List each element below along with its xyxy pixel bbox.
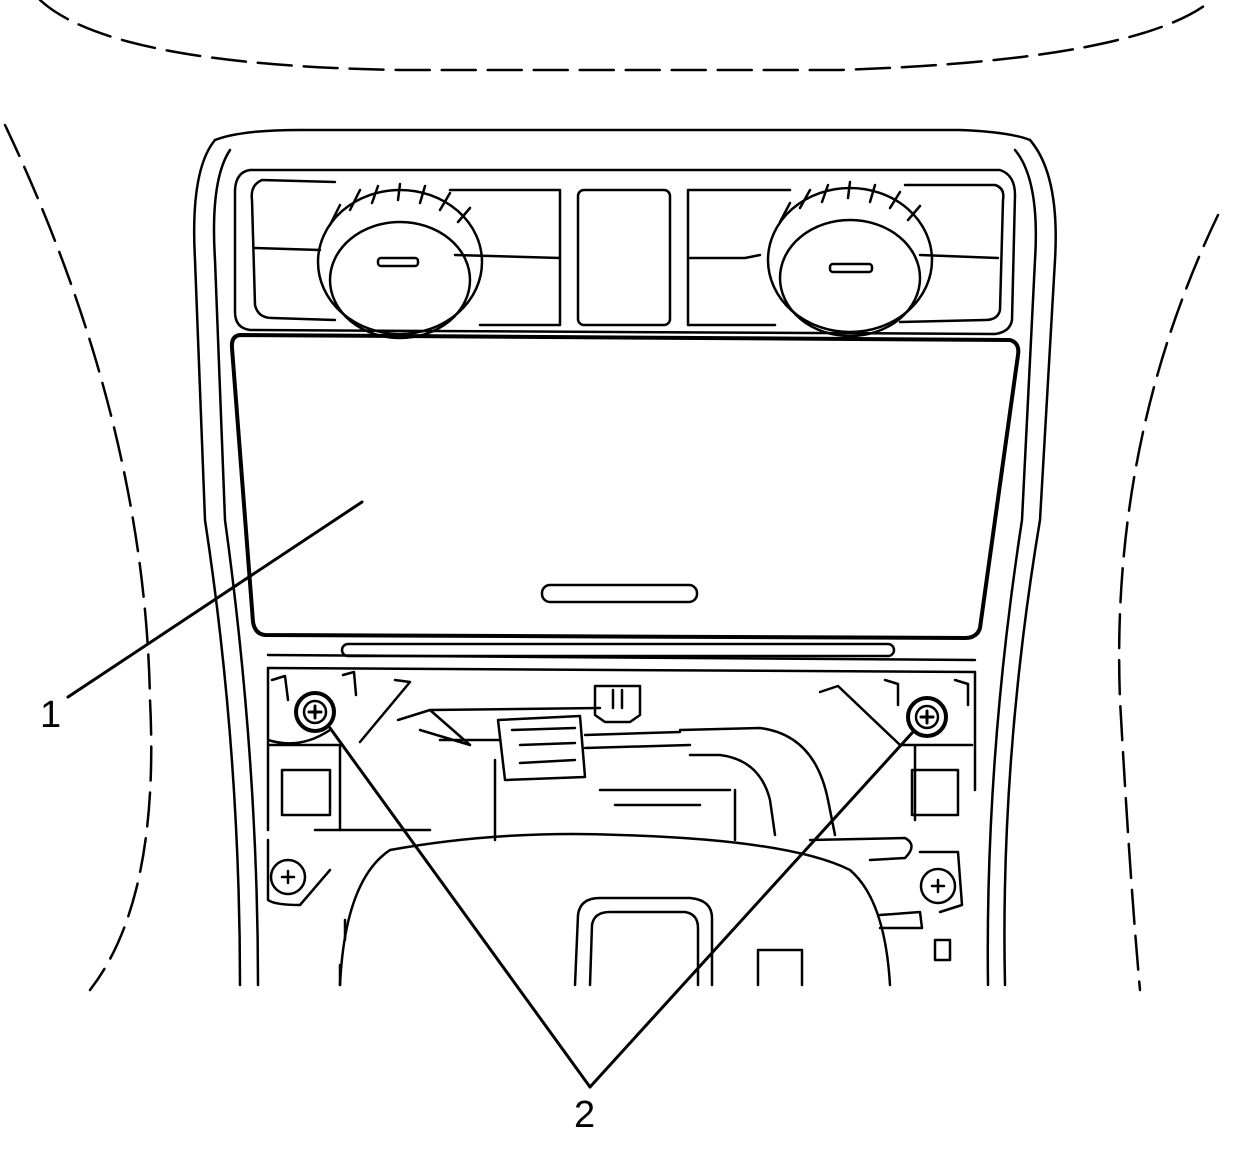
boot-side-left [338,918,347,987]
button-left-1 [253,246,322,252]
console-left-wall-inner [212,148,260,987]
inner-housing [493,758,737,842]
dash-left-outline [3,123,153,992]
left-fastener-screw [294,691,336,733]
console-right-wall [1003,138,1057,987]
knob-slot [828,262,874,274]
storage-compartment-door [229,333,1021,640]
right-fastener-screw [906,696,948,738]
wiring-connector [496,714,587,782]
leader-line-2-right [588,731,914,1089]
knob-slot [376,256,420,268]
lower-right-screw [919,867,957,905]
bracket-edge [266,653,977,674]
shifter-tab [756,948,804,987]
lower-bracket-right [808,836,964,962]
bracket-right [898,670,977,822]
right-temperature-knob [766,180,934,338]
console-top-edge [213,128,1032,142]
lower-trim-strip [340,642,896,658]
right-tab [818,678,970,747]
door-handle-slot [540,583,699,604]
lower-left-screw [269,858,307,896]
console-right-wall-inner [986,148,1038,987]
dash-right-outline [1117,213,1220,992]
leader-line-1 [66,500,364,699]
lower-bracket-left [266,828,432,907]
shifter-gate [573,896,714,987]
harness-cover [396,706,602,747]
bracket-left [266,666,342,832]
leader-line-2-left [328,726,592,1089]
wiring-harness [583,726,837,837]
left-temperature-knob [316,182,484,340]
button-left-2 [448,188,562,327]
callout-label-1: 1 [40,694,62,736]
callout-label-2: 2 [574,1094,596,1136]
center-button [576,188,672,327]
center-clip [593,684,642,724]
climate-panel-outline [233,168,1017,336]
dash-top-outline [38,0,1214,72]
shifter-boot [338,832,892,987]
left-tab [270,670,412,744]
climate-panel-inner [250,178,337,322]
button-right-1 [686,188,792,327]
console-left-wall [192,138,242,987]
